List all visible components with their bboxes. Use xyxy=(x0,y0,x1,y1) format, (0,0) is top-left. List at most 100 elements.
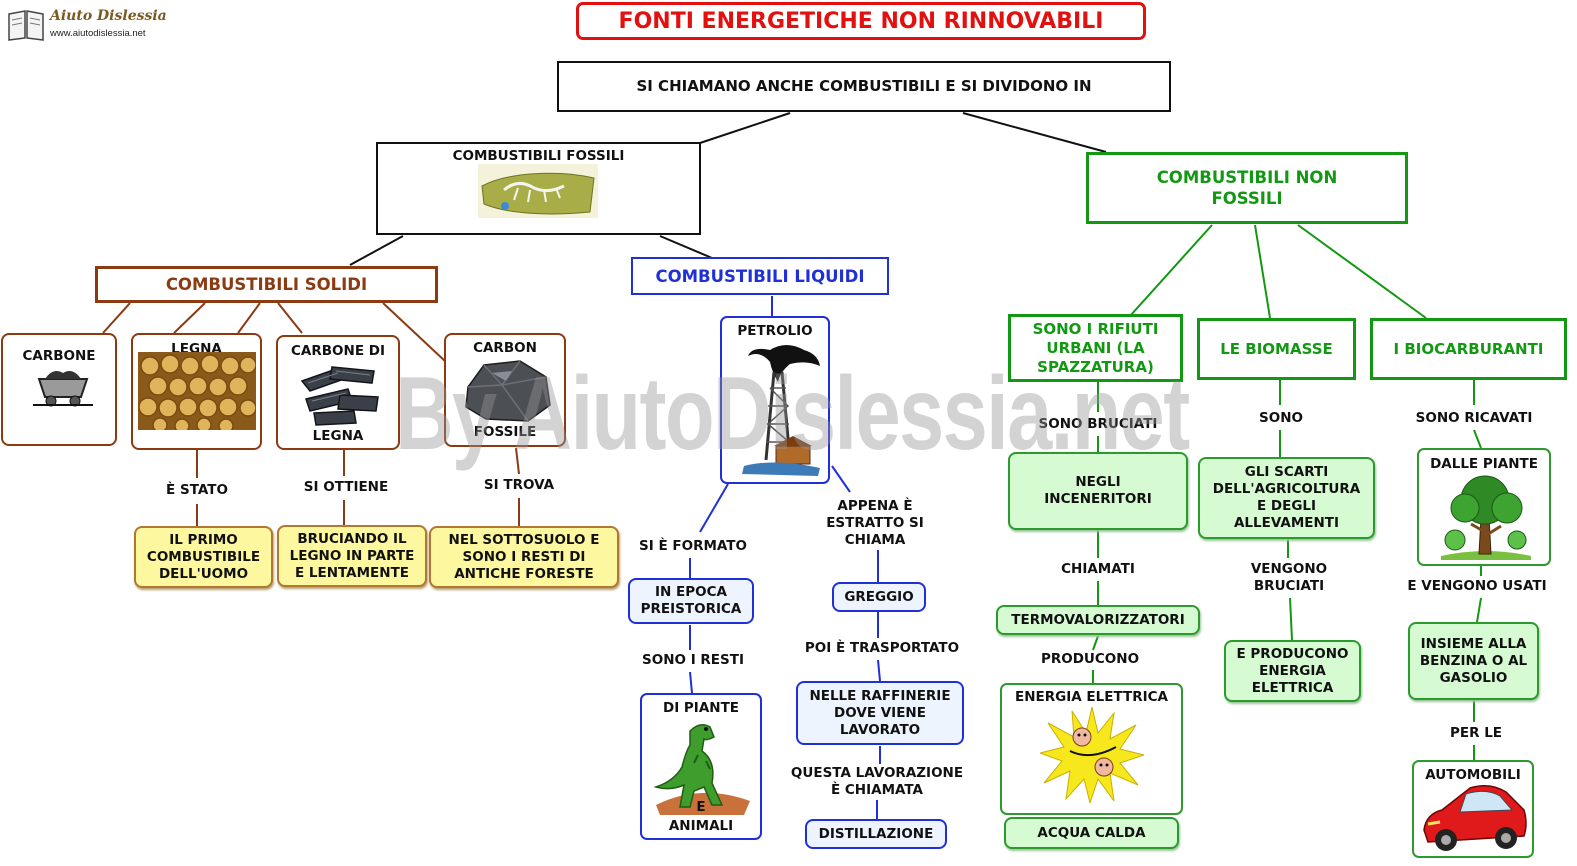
biomasse-label: LE BIOMASSE xyxy=(1220,339,1333,358)
lightning-burst-icon xyxy=(1038,706,1146,805)
link-sono: SONO xyxy=(1259,410,1303,426)
liquidi-box: COMBUSTIBILI LIQUIDI xyxy=(631,257,889,295)
mine-cart-icon xyxy=(33,365,93,409)
desc-primo-combustibile: IL PRIMO COMBUSTIBILE DELL'UOMO xyxy=(134,526,273,588)
piante-label: DI PIANTE xyxy=(662,700,740,716)
link-appena-estratto-text: APPENA È ESTRATTO SI CHIAMA xyxy=(826,497,924,548)
petrolio-box: PETROLIO xyxy=(720,316,830,484)
carbone-box: CARBONE xyxy=(1,333,117,446)
desc-sottosuolo: NEL SOTTOSUOLO E SONO I RESTI DI ANTICHE… xyxy=(429,526,619,588)
logs-image xyxy=(138,352,257,434)
solidi-label: COMBUSTIBILI SOLIDI xyxy=(165,275,368,294)
rifiuti-label: SONO I RIFIUTI URBANI (LA SPAZZATURA) xyxy=(1032,319,1159,376)
epoca-preistorica-text: IN EPOCA PREISTORICA xyxy=(640,584,742,617)
animali-e-label: E xyxy=(696,799,706,815)
biocarburanti-label: I BIOCARBURANTI xyxy=(1393,339,1544,358)
raffinerie-box: NELLE RAFFINERIE DOVE VIENE LAVORATO xyxy=(796,681,964,745)
scarti-box: GLI SCARTI DELL'AGRICOLTURA E DEGLI ALLE… xyxy=(1198,457,1375,539)
logo: Aiuto Dislessia www.aiutodislessia.net xyxy=(4,6,167,44)
legna-box: LEGNA xyxy=(131,333,262,450)
coal-rock-image xyxy=(462,357,554,425)
desc-sottosuolo-text: NEL SOTTOSUOLO E SONO I RESTI DI ANTICHE… xyxy=(448,531,600,582)
page-title: FONTI ENERGETICHE NON RINNOVABILI xyxy=(576,2,1146,40)
link-lavorazione-text: QUESTA LAVORAZIONE È CHIAMATA xyxy=(790,765,964,798)
desc-bruciando-legno-text: BRUCIANDO IL LEGNO IN PARTE E LENTAMENTE xyxy=(289,530,415,581)
inceneritori-box: NEGLI INCENERITORI xyxy=(1008,452,1188,530)
fossili-box: COMBUSTIBILI FOSSILI xyxy=(376,142,701,235)
automobili-box: AUTOMOBILI xyxy=(1412,760,1534,858)
acqua-calda-box: ACQUA CALDA xyxy=(1004,817,1179,849)
carbone-legna-box: CARBONE DI LEGNA xyxy=(276,335,400,450)
carbon-fossile-bottom: FOSSILE xyxy=(473,424,537,440)
distillazione-text: DISTILLAZIONE xyxy=(818,825,934,842)
tree-icon xyxy=(1441,474,1531,560)
car-icon xyxy=(1420,780,1530,856)
solidi-box: COMBUSTIBILI SOLIDI xyxy=(95,266,438,303)
non-fossili-label: COMBUSTIBILI NON FOSSILI xyxy=(1156,168,1338,208)
link-sono-ricavati: SONO RICAVATI xyxy=(1415,410,1533,426)
insieme-benzina-box: INSIEME ALLA BENZINA O AL GASOLIO xyxy=(1408,622,1539,700)
carbone-legna-top: CARBONE DI xyxy=(291,343,385,359)
dalle-piante-box: DALLE PIANTE xyxy=(1417,448,1551,566)
carbon-fossile-box: CARBON FOSSILE xyxy=(444,333,566,447)
link-chiamati: CHIAMATI xyxy=(1061,561,1135,577)
biomasse-box: LE BIOMASSE xyxy=(1197,318,1356,380)
producono-energia-box: E PRODUCONO ENERGIA ELETTRICA xyxy=(1224,640,1361,702)
liquidi-label: COMBUSTIBILI LIQUIDI xyxy=(655,266,865,286)
carbon-fossile-top: CARBON xyxy=(473,340,537,356)
link-vengono-usati: E VENGONO USATI xyxy=(1407,578,1547,594)
dalle-piante-label: DALLE PIANTE xyxy=(1430,456,1538,472)
oil-derrick-icon xyxy=(730,342,824,478)
animali-label: ANIMALI xyxy=(668,818,734,834)
watermark: By AiutoDislessia.net xyxy=(395,356,1190,472)
raffinerie-text: NELLE RAFFINERIE DOVE VIENE LAVORATO xyxy=(809,687,951,738)
link-si-ottiene: SI OTTIENE xyxy=(303,479,389,495)
link-e-stato: È STATO xyxy=(166,482,228,498)
fossil-image xyxy=(478,164,598,218)
energia-elettrica-box: ENERGIA ELETTRICA xyxy=(1000,683,1183,815)
automobili-label: AUTOMOBILI xyxy=(1425,767,1521,783)
link-vengono-bruciati-text: VENGONO BRUCIATI xyxy=(1250,561,1328,594)
logo-url: www.aiutodislessia.net xyxy=(50,28,146,39)
link-producono: PRODUCONO xyxy=(1040,651,1140,667)
intro-text: SI CHIAMANO ANCHE COMBUSTIBILI E SI DIVI… xyxy=(636,77,1092,95)
page-title-text: FONTI ENERGETICHE NON RINNOVABILI xyxy=(618,8,1104,34)
rifiuti-box: SONO I RIFIUTI URBANI (LA SPAZZATURA) xyxy=(1008,314,1183,382)
piante-animali-box: DI PIANTE E ANIMALI xyxy=(640,693,762,840)
scarti-text: GLI SCARTI DELL'AGRICOLTURA E DEGLI ALLE… xyxy=(1212,464,1361,531)
desc-bruciando-legno: BRUCIANDO IL LEGNO IN PARTE E LENTAMENTE xyxy=(277,525,427,587)
termovalorizzatori-box: TERMOVALORIZZATORI xyxy=(996,605,1200,635)
dinosaur-icon xyxy=(650,721,754,817)
greggio-text: GREGGIO xyxy=(844,588,914,605)
distillazione-box: DISTILLAZIONE xyxy=(805,819,947,849)
carbone-label: CARBONE xyxy=(22,348,96,364)
link-sono-i-resti: SONO I RESTI xyxy=(642,652,744,668)
acqua-calda-text: ACQUA CALDA xyxy=(1037,824,1146,841)
inceneritori-text: NEGLI INCENERITORI xyxy=(1044,474,1152,507)
intro-box: SI CHIAMANO ANCHE COMBUSTIBILI E SI DIVI… xyxy=(557,61,1171,112)
insieme-benzina-text: INSIEME ALLA BENZINA O AL GASOLIO xyxy=(1419,635,1528,686)
carbone-legna-bottom: LEGNA xyxy=(312,428,364,444)
non-fossili-box: COMBUSTIBILI NON FOSSILI xyxy=(1086,152,1408,224)
biocarburanti-box: I BIOCARBURANTI xyxy=(1370,318,1567,380)
link-appena-estratto: APPENA È ESTRATTO SI CHIAMA xyxy=(800,497,950,549)
link-si-trova: SI TROVA xyxy=(483,477,555,493)
link-sono-bruciati: SONO BRUCIATI xyxy=(1038,416,1158,432)
link-lavorazione: QUESTA LAVORAZIONE È CHIAMATA xyxy=(780,764,974,800)
fossili-label: COMBUSTIBILI FOSSILI xyxy=(452,148,625,164)
epoca-preistorica-box: IN EPOCA PREISTORICA xyxy=(628,578,754,624)
desc-primo-combustibile-text: IL PRIMO COMBUSTIBILE DELL'UOMO xyxy=(146,531,261,582)
energia-elettrica-label: ENERGIA ELETTRICA xyxy=(1015,689,1168,705)
producono-energia-text: E PRODUCONO ENERGIA ELETTRICA xyxy=(1236,645,1349,696)
greggio-box: GREGGIO xyxy=(832,582,926,612)
link-si-e-formato: SI È FORMATO xyxy=(639,538,747,554)
petrolio-label: PETROLIO xyxy=(737,323,813,339)
logo-name: Aiuto Dislessia xyxy=(50,8,167,24)
link-per-le: PER LE xyxy=(1449,725,1503,741)
link-poi-trasportato: POI È TRASPORTATO xyxy=(804,640,960,656)
book-icon xyxy=(6,8,46,42)
termovalorizzatori-text: TERMOVALORIZZATORI xyxy=(1011,611,1185,628)
charcoal-image xyxy=(296,361,384,427)
link-vengono-bruciati: VENGONO BRUCIATI xyxy=(1230,560,1348,596)
